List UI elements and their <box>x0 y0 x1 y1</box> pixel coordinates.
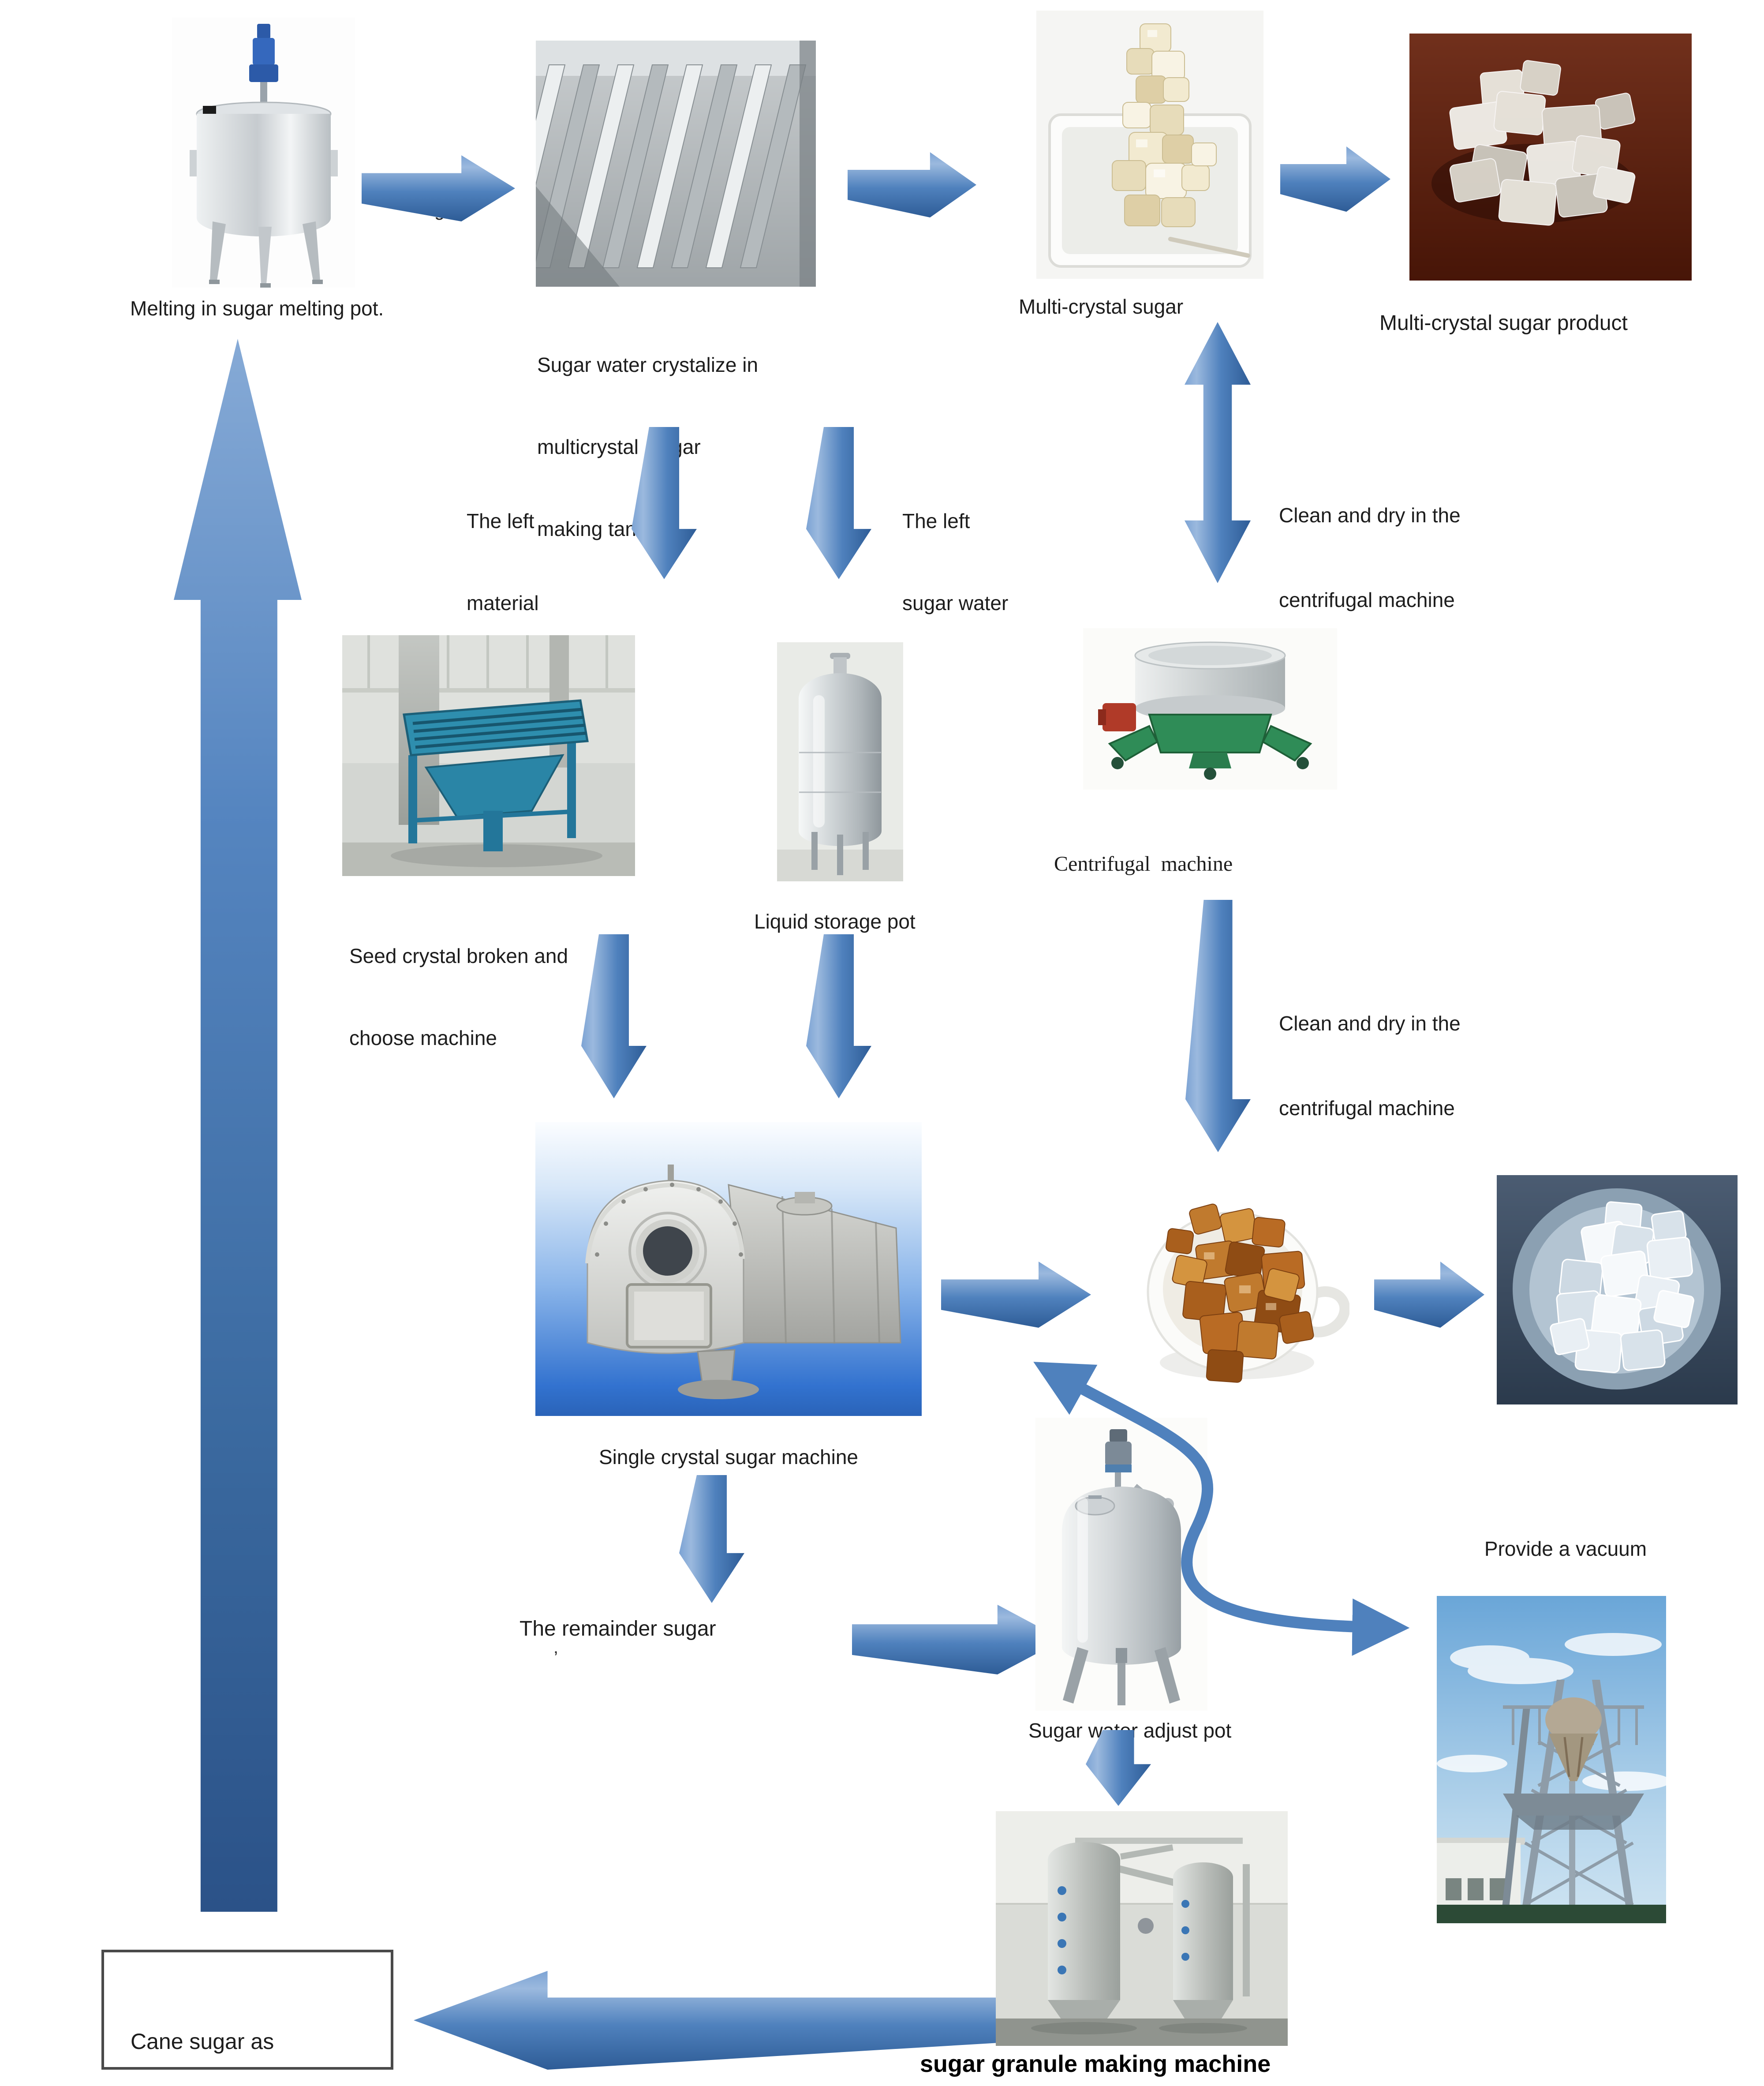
single-crystal-sugar-cup-photo <box>1129 1175 1349 1404</box>
arrow-melting-to-crystalize <box>362 155 515 221</box>
multi-crystal-sugar-label: Multi-crystal sugar <box>1019 295 1184 318</box>
recycle-up-arrow <box>174 339 302 1912</box>
liquid-storage-pot-photo <box>777 642 903 881</box>
stray-tick-mark: ’ <box>554 1648 558 1667</box>
centrifugal-label: Centrifugal machine <box>1054 852 1233 876</box>
crystal-tank-label: Sugar water crystalize in multicrystal s… <box>537 353 759 540</box>
arrow-cup-to-bowl <box>1374 1262 1484 1328</box>
multi-crystal-sugar-photo <box>1036 11 1263 279</box>
vacuum-crystallization-tower-photo <box>1437 1596 1666 1923</box>
double-arrow-multicrystal-centrifugal <box>1185 322 1251 583</box>
arrow-crystalize-to-multicrystal <box>848 152 976 217</box>
remainder-sugar-label: The remainder sugar <box>519 1617 716 1640</box>
arrow-single-to-cup <box>941 1262 1091 1328</box>
left-sugar-water-label: The left sugar water <box>902 509 1009 614</box>
seed-crystal-machine-photo <box>342 635 635 876</box>
multicrystal-sugar-making-tank-photo <box>536 41 816 287</box>
multi-crystal-product-label: Multi-crystal sugar product <box>1379 311 1628 335</box>
arrow-granule-to-cane-box <box>414 1971 996 2070</box>
clean-dry-top-label: Clean and dry in the centrifugal machine <box>1279 504 1461 611</box>
granule-machine-label: sugar granule making machine <box>920 2051 1271 2077</box>
centrifugal-machine-photo <box>1083 628 1337 790</box>
arrow-down-seed-to-single <box>581 934 647 1098</box>
white-crystal-sugar-bowl-photo <box>1497 1175 1738 1404</box>
cane-sugar-label: Cane sugar as raw material <box>131 2029 274 2054</box>
liquid-pot-label: Liquid storage pot <box>754 910 916 933</box>
multi-crystal-sugar-product-photo <box>1409 34 1692 281</box>
left-material-label: The left material <box>467 509 539 614</box>
clean-dry-mid-label: Clean and dry in the centrifugal machine <box>1279 1012 1461 1120</box>
arrow-down-centrifugal-to-cup <box>1185 900 1251 1152</box>
sugar-melting-pot-photo <box>172 18 355 288</box>
arrow-down-liquid-to-single <box>806 934 871 1098</box>
seed-machine-label: Seed crystal broken and choose machine <box>349 944 568 1049</box>
curved-arrow-cup-tower <box>1005 1337 1446 1659</box>
arrow-down-left-sugar-water <box>806 427 871 579</box>
single-crystal-sugar-machine-photo <box>535 1122 922 1416</box>
arrow-down-single-to-remainder <box>679 1475 744 1603</box>
melting-pot-label: Melting in sugar melting pot. <box>130 297 384 320</box>
sugar-granule-making-machine-photo <box>996 1811 1288 2046</box>
cane-sugar-box: Cane sugar as raw material <box>101 1950 393 2070</box>
single-crystal-machine-label: Single crystal sugar machine <box>598 1446 859 1468</box>
arrow-multicrystal-to-product <box>1280 146 1390 212</box>
